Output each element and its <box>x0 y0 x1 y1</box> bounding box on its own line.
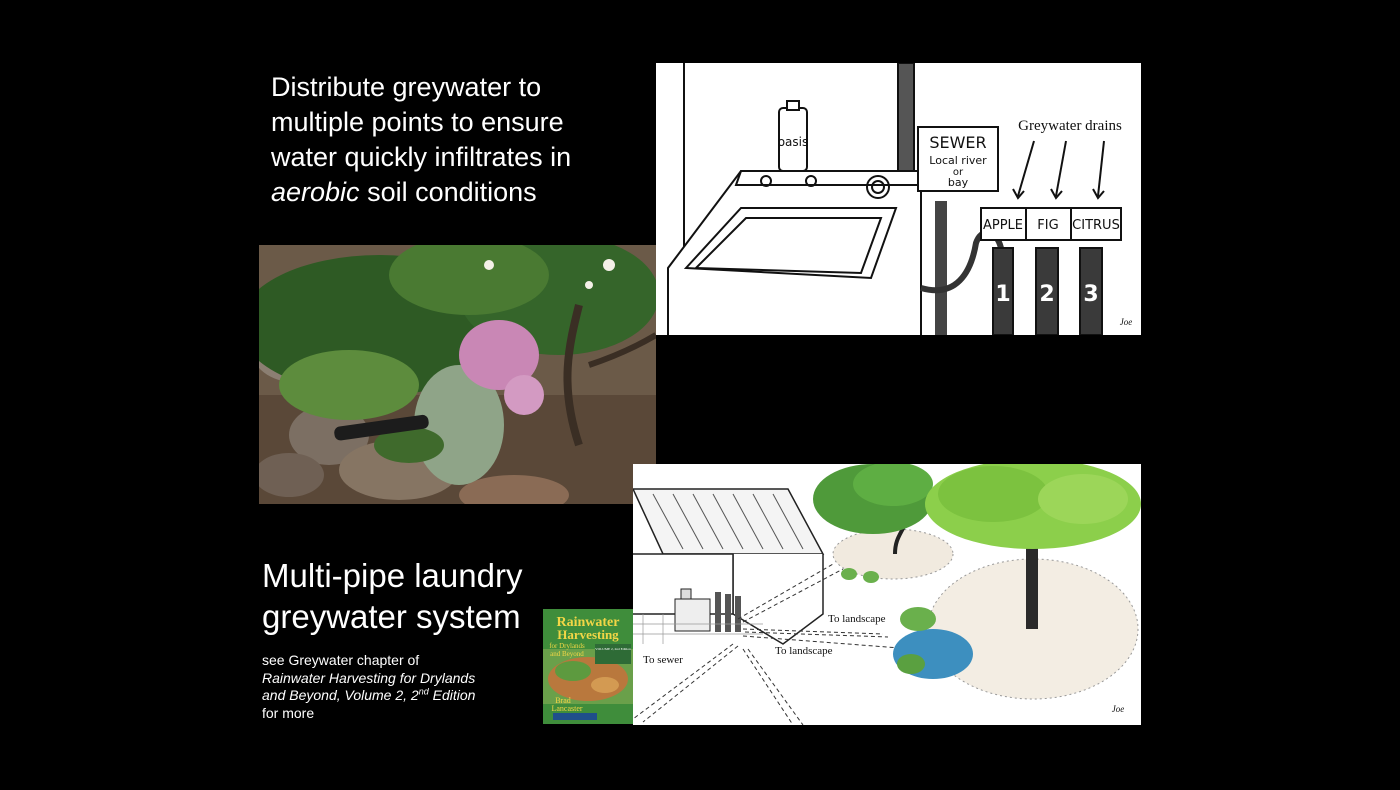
citation-title-2b: Edition <box>428 687 476 703</box>
book-title-line-2: Harvesting <box>557 627 619 642</box>
headline-line-4: aerobic soil conditions <box>271 175 631 210</box>
headline-emphasis: aerobic <box>271 177 360 207</box>
subhead: Multi-pipe laundry greywater system <box>262 555 562 637</box>
label-to-landscape-2: To landscape <box>775 645 833 657</box>
greywater-drains-label: Greywater drains <box>1018 118 1122 134</box>
citation-prefix: see Greywater chapter of <box>262 652 420 668</box>
washer-greywater-drains-illustration: oasis SEWER Local river or bay Greywater… <box>656 63 1141 335</box>
garden-photo <box>259 245 656 504</box>
citation: see Greywater chapter of Rainwater Harve… <box>262 652 522 722</box>
citation-suffix: for more <box>262 704 315 721</box>
book-cover: Rainwater Harvesting for Drylands and Be… <box>543 609 633 724</box>
book-title-line-3: for Drylands <box>549 642 585 650</box>
book-author-line-1: Brad <box>555 696 571 705</box>
drain-1-label: APPLE <box>983 218 1023 233</box>
headline: Distribute greywater to multiple points … <box>271 70 631 210</box>
washer-signature: Joe <box>1120 317 1133 327</box>
landscape-signature: Joe <box>1112 704 1125 714</box>
headline-line-3: water quickly infiltrates in <box>271 142 572 172</box>
book-title-line-4: and Beyond <box>550 650 584 658</box>
pipe-1-number: 1 <box>995 282 1010 307</box>
headline-line-1: Distribute greywater to <box>271 72 542 102</box>
sewer-sign-sub-3: bay <box>948 176 969 189</box>
citation-title-line-2: and Beyond, Volume 2, 2nd Edition <box>262 687 522 705</box>
bottle-label: oasis <box>778 135 809 149</box>
drain-2-label: FIG <box>1037 218 1058 233</box>
book-cover-graphic: Rainwater Harvesting for Drylands and Be… <box>543 609 633 724</box>
garden-photo-graphic <box>259 245 656 504</box>
sewer-sign-title: SEWER <box>929 133 986 152</box>
book-author-line-2: Lancaster <box>551 704 582 713</box>
pipe-3-number: 3 <box>1083 282 1098 307</box>
landscape-greywater-illustration: To landscape To landscape To sewer Joe <box>633 464 1141 725</box>
washer-drawing: oasis SEWER Local river or bay Greywater… <box>656 63 1141 335</box>
landscape-drawing: To landscape To landscape To sewer Joe <box>633 464 1141 725</box>
book-volume-text: VOLUME 2, 2nd Edition <box>595 647 631 652</box>
sewer-sign-sub-1: Local river <box>929 154 987 167</box>
citation-title-1: Rainwater Harvesting for Drylands <box>262 669 476 686</box>
headline-line-2: multiple points to ensure <box>271 107 564 137</box>
sewer-sign-sub-2: or <box>953 167 964 178</box>
book-title-line-1: Rainwater <box>557 615 620 630</box>
subhead-line-2: greywater system <box>262 598 521 635</box>
label-to-sewer: To sewer <box>643 654 683 666</box>
citation-title-2a: and Beyond, Volume 2, 2 <box>262 687 419 703</box>
headline-line-4-rest: soil conditions <box>359 177 537 207</box>
citation-title-line-1: Rainwater Harvesting for Drylands <box>262 670 522 688</box>
label-to-landscape-1: To landscape <box>828 613 886 625</box>
citation-title-sup: nd <box>418 686 429 697</box>
pipe-2-number: 2 <box>1039 282 1054 307</box>
subhead-line-1: Multi-pipe laundry <box>262 557 523 594</box>
drain-3-label: CITRUS <box>1072 218 1120 233</box>
